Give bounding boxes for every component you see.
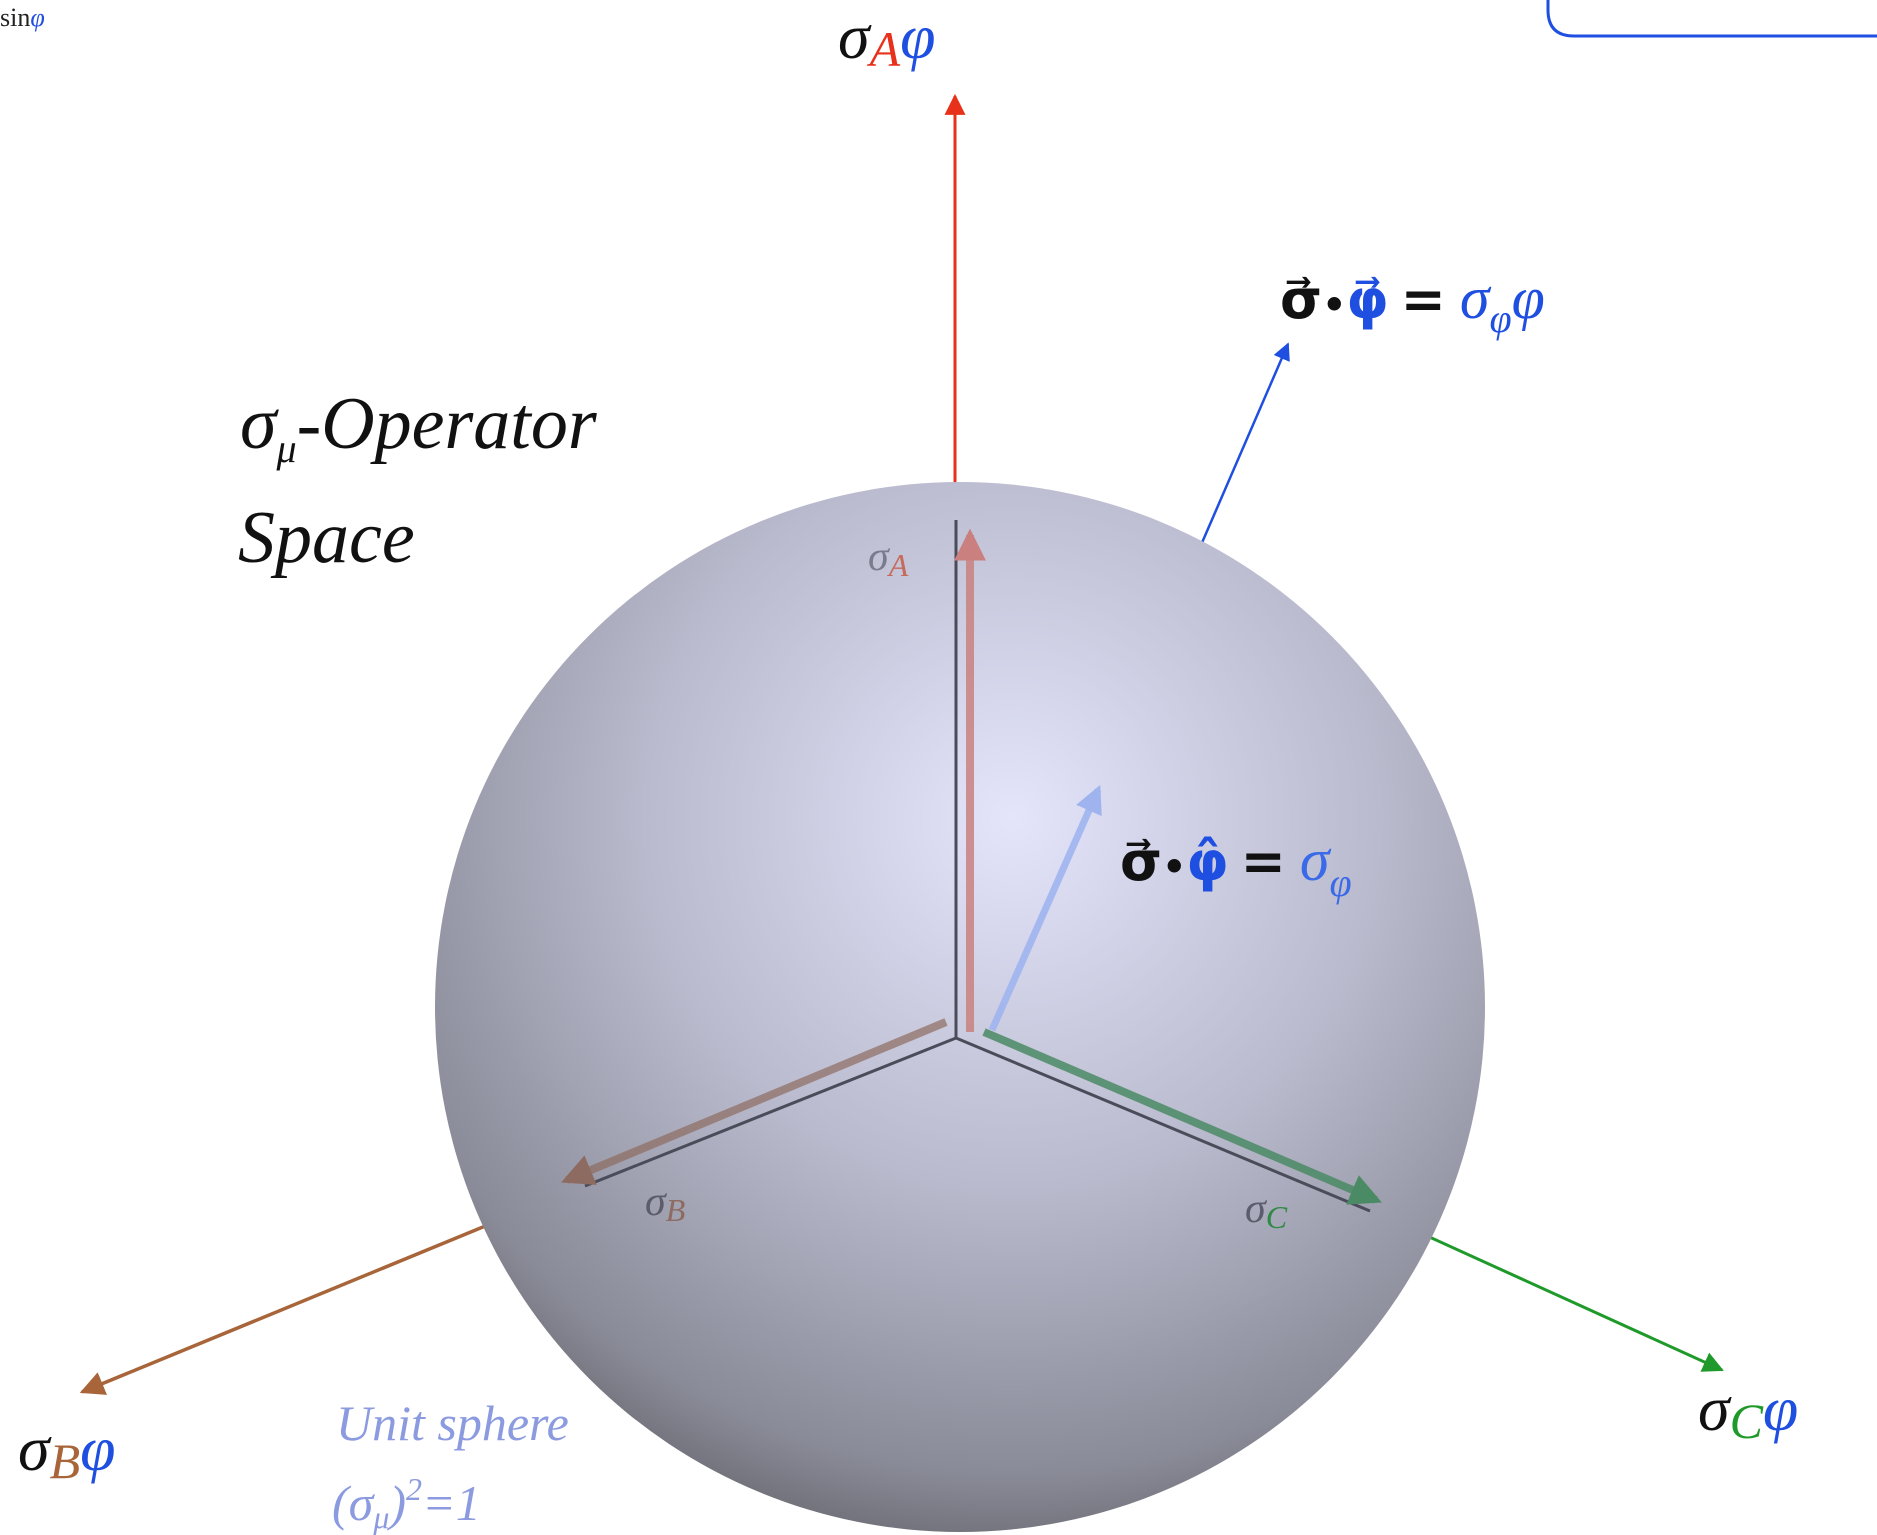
unit-vector-phi [988, 784, 1102, 1032]
inner-axes [584, 520, 1371, 1213]
label-inner-sigma-A: σA [868, 534, 909, 583]
label-sigma-B-phi: σBφ [18, 1413, 116, 1489]
label-sigma-A-phi: σAφ [838, 1, 936, 77]
title-line1: σμ-Operator [240, 383, 598, 471]
callout-box-fragment [1546, 0, 1877, 38]
label-inner-sigma-C: σC [1245, 1186, 1288, 1235]
corner-sin-phi: sinφ [0, 3, 45, 32]
equation-sigma-dot-phi-vector: σ⃗•φ⃗=σφφ [1280, 265, 1545, 341]
label-inner-sigma-B: σB [645, 1179, 685, 1228]
label-sigma-C-phi: σCφ [1698, 1373, 1798, 1449]
unit-vector-B [561, 1018, 948, 1185]
caption-sigma-squared: (σμ)2=1 [332, 1471, 481, 1535]
unit-sphere [435, 482, 1485, 1532]
unit-vector-C [982, 1028, 1382, 1205]
title-line2: Space [238, 497, 415, 579]
caption-unit-sphere: Unit sphere [336, 1395, 569, 1451]
equation-sigma-dot-phi-hat: σ⃗•φ̂=σφ [1120, 827, 1352, 905]
